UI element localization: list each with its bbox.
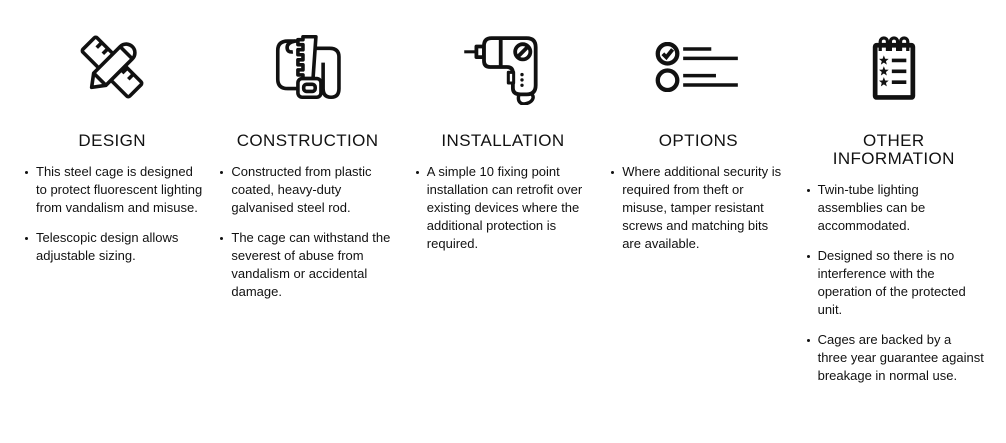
bullet-text: Twin-tube lighting assemblies can be acc… xyxy=(817,182,926,233)
column-heading: OTHER INFORMATION xyxy=(832,131,955,168)
checklist-icon xyxy=(655,42,741,92)
bullet-list: A simple 10 fixing point installation ca… xyxy=(413,163,593,253)
bullet-item: Designed so there is no interference wit… xyxy=(804,247,984,319)
bullet-text: A simple 10 fixing point installation ca… xyxy=(426,164,583,251)
bullet-list: Where additional security is required fr… xyxy=(608,163,788,253)
bullet-text: Cages are backed by a three year guarant… xyxy=(817,332,984,383)
bullet-item: Constructed from plastic coated, heavy-d… xyxy=(217,163,397,217)
bullet-item: A simple 10 fixing point installation ca… xyxy=(413,163,593,253)
bullet-text: Designed so there is no interference wit… xyxy=(817,248,966,317)
bullet-list: This steel cage is designed to protect f… xyxy=(22,163,202,265)
saw-icon xyxy=(272,29,344,105)
bullet-text: The cage can withstand the severest of a… xyxy=(231,230,391,299)
bullet-text: This steel cage is designed to protect f… xyxy=(36,164,203,215)
icon-box xyxy=(22,28,202,106)
bullet-item: Twin-tube lighting assemblies can be acc… xyxy=(804,181,984,235)
bullet-item: The cage can withstand the severest of a… xyxy=(217,229,397,301)
notepad-icon xyxy=(865,30,923,104)
bullet-list: Constructed from plastic coated, heavy-d… xyxy=(217,163,397,301)
bullet-text: Constructed from plastic coated, heavy-d… xyxy=(231,164,372,215)
column-heading: DESIGN xyxy=(78,131,146,150)
column-heading: CONSTRUCTION xyxy=(236,131,379,150)
bullet-item: Telescopic design allows adjustable sizi… xyxy=(22,229,202,265)
bullet-list: Twin-tube lighting assemblies can be acc… xyxy=(804,181,984,385)
feature-columns: DESIGN This steel cage is designed to pr… xyxy=(22,0,984,385)
icon-box xyxy=(608,28,788,106)
pencil-ruler-icon xyxy=(76,31,148,103)
column-heading: INSTALLATION xyxy=(441,131,565,150)
bullet-text: Telescopic design allows adjustable sizi… xyxy=(36,230,179,263)
icon-box xyxy=(217,28,397,106)
feature-column-installation: INSTALLATION A simple 10 fixing point in… xyxy=(413,28,593,385)
bullet-text: Where additional security is required fr… xyxy=(622,164,782,251)
bullet-item: Where additional security is required fr… xyxy=(608,163,788,253)
column-heading: OPTIONS xyxy=(658,131,739,150)
feature-column-design: DESIGN This steel cage is designed to pr… xyxy=(22,28,202,385)
icon-box xyxy=(804,28,984,106)
feature-column-other-information: OTHER INFORMATION Twin-tube lighting ass… xyxy=(804,28,984,385)
icon-box xyxy=(413,28,593,106)
drill-icon xyxy=(461,29,545,105)
feature-column-construction: CONSTRUCTION Constructed from plastic co… xyxy=(217,28,397,385)
bullet-item: This steel cage is designed to protect f… xyxy=(22,163,202,217)
bullet-item: Cages are backed by a three year guarant… xyxy=(804,331,984,385)
feature-column-options: OPTIONS Where additional security is req… xyxy=(608,28,788,385)
